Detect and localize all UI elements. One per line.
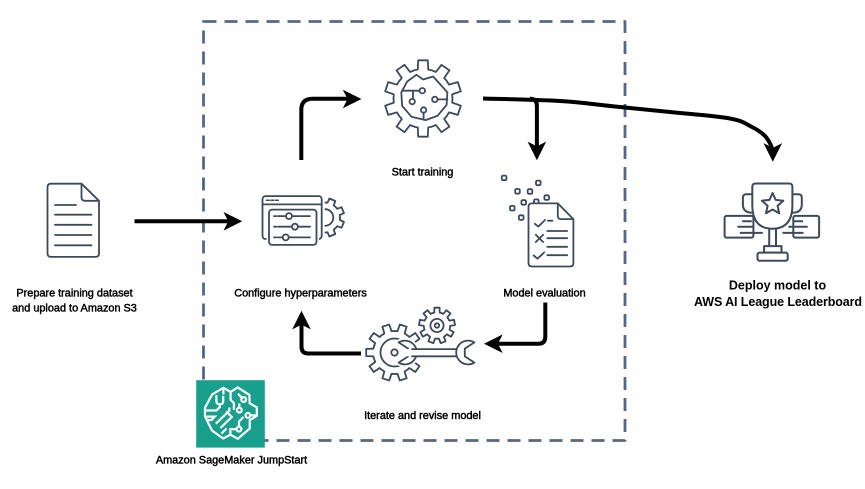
svg-text:AWS AI League Leaderboard: AWS AI League Leaderboard bbox=[694, 295, 862, 309]
svg-text:Amazon SageMaker JumpStart: Amazon SageMaker JumpStart bbox=[156, 454, 307, 466]
svg-text:Start training: Start training bbox=[392, 167, 454, 179]
svg-text:Iterate and revise model: Iterate and revise model bbox=[364, 410, 481, 422]
svg-text:Deploy model to: Deploy model to bbox=[729, 279, 827, 293]
svg-text:Prepare training dataset: Prepare training dataset bbox=[16, 287, 132, 299]
svg-text:and upload to Amazon S3: and upload to Amazon S3 bbox=[12, 302, 137, 314]
svg-text:Configure hyperparameters: Configure hyperparameters bbox=[234, 288, 367, 300]
svg-text:Model evaluation: Model evaluation bbox=[503, 288, 585, 300]
